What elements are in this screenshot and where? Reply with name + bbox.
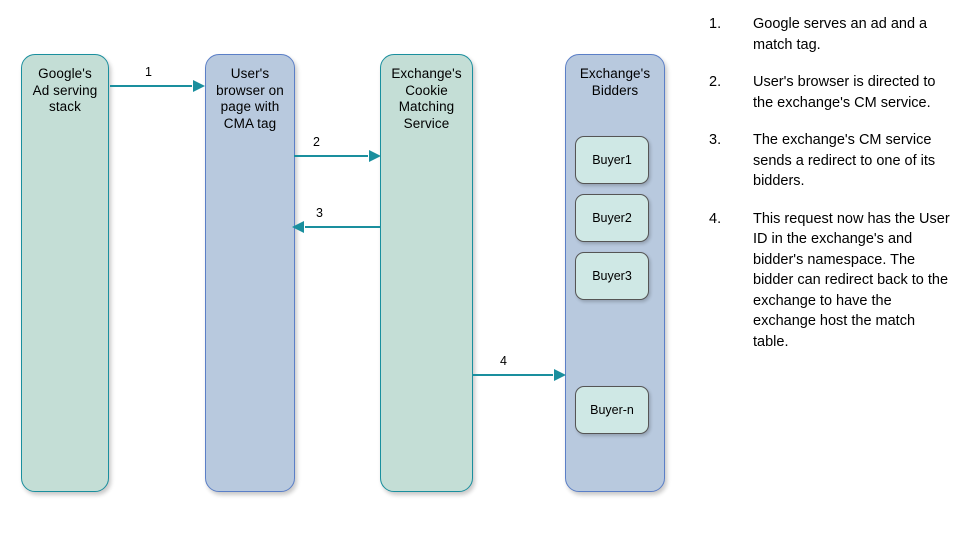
arrow-label-3: 3: [316, 206, 323, 220]
node-buyer-1[interactable]: Buyer1: [575, 136, 649, 184]
node-label-buyer-3: Buyer3: [592, 269, 632, 283]
list-item: 4. This request now has the User ID in t…: [709, 209, 953, 353]
list-item: 2. User's browser is directed to the exc…: [709, 72, 953, 113]
node-buyer-3[interactable]: Buyer3: [575, 252, 649, 300]
arrow-browser-to-cms-icon: [294, 155, 368, 158]
node-label-google: Google's Ad serving stack: [32, 66, 98, 114]
list-item: 1. Google serves an ad and a match tag.: [709, 14, 953, 55]
step-number-3: 3.: [709, 132, 722, 148]
node-label-bidders: Exchange's Bidders: [579, 66, 651, 98]
node-google-ad-serving-stack[interactable]: Google's Ad serving stack: [21, 54, 109, 492]
node-label-buyer-1: Buyer1: [592, 153, 632, 167]
arrow-google-to-browser-icon: [110, 85, 192, 88]
list-item: 3. The exchange's CM service sends a red…: [709, 130, 953, 192]
node-user-browser[interactable]: User's browser on page with CMA tag: [205, 54, 295, 492]
node-label-browser: User's browser on page with CMA tag: [216, 66, 284, 131]
arrow-cms-to-browser-icon: [305, 226, 381, 229]
node-label-buyer-2: Buyer2: [592, 211, 632, 225]
arrow-label-2: 2: [313, 135, 320, 149]
arrow-label-4: 4: [500, 354, 507, 368]
step-text-1: Google serves an ad and a match tag.: [753, 16, 928, 53]
step-text-4: This request now has the User ID in the …: [753, 210, 950, 350]
node-exchange-cookie-matching-service[interactable]: Exchange's Cookie Matching Service: [380, 54, 473, 492]
step-text-2: User's browser is directed to the exchan…: [753, 74, 936, 111]
step-text-3: The exchange's CM service sends a redire…: [753, 132, 936, 189]
step-number-1: 1.: [709, 16, 722, 32]
node-label-buyer-n: Buyer-n: [590, 403, 634, 417]
node-buyer-n[interactable]: Buyer-n: [575, 386, 649, 434]
step-number-2: 2.: [709, 74, 722, 90]
arrow-cms-to-bidders-icon: [472, 374, 553, 377]
numbered-steps-list: 1. Google serves an ad and a match tag. …: [709, 14, 953, 369]
flow-diagram: Google's Ad serving stack User's browser…: [0, 0, 700, 540]
node-exchange-bidders[interactable]: Exchange's Bidders Buyer1 Buyer2 Buyer3 …: [565, 54, 665, 492]
node-label-cms: Exchange's Cookie Matching Service: [391, 66, 462, 131]
node-buyer-2[interactable]: Buyer2: [575, 194, 649, 242]
arrow-label-1: 1: [145, 65, 152, 79]
step-number-4: 4.: [709, 210, 722, 227]
